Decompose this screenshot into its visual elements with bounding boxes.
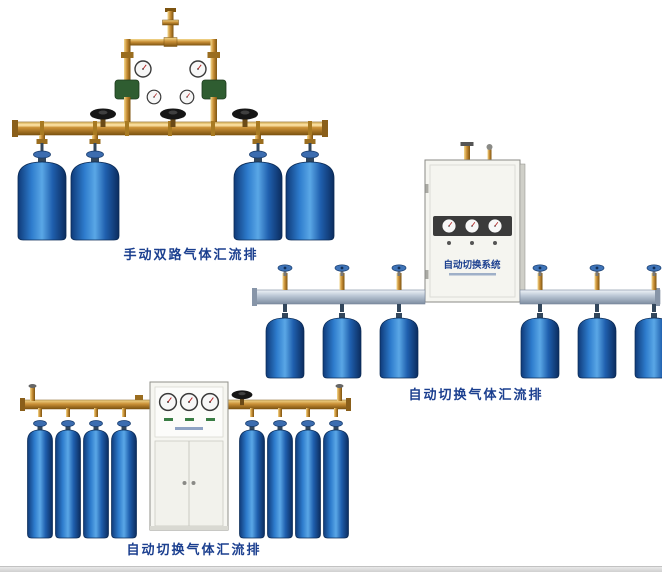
- gas-cylinder: [55, 420, 81, 539]
- gas-cylinder: [111, 420, 137, 539]
- cabinet-top-fittings: [460, 142, 493, 161]
- product-caption-auto-switch-wall: 自动切换气体汇流排: [408, 387, 544, 402]
- cabinet-title: 自动切换系统: [443, 259, 501, 271]
- pressure-gauge-icon: [464, 218, 480, 234]
- pressure-gauge-icon: [179, 89, 195, 105]
- cabinet-text-line: [175, 427, 203, 430]
- indicator-knob: [493, 241, 497, 245]
- page-bottom-divider: [0, 566, 662, 572]
- gas-cylinder: [239, 420, 265, 539]
- control-cabinet: 自动切换系统: [424, 159, 526, 303]
- pressure-gauge-icon: [146, 89, 162, 105]
- gas-cylinder: [577, 312, 617, 379]
- indicator-label: [164, 418, 173, 421]
- gas-cylinder: [265, 312, 305, 379]
- product-caption-auto-switch-floor: 自动切换气体汇流排: [126, 542, 262, 557]
- manual-manifold-illustration: [12, 8, 335, 241]
- gas-cylinder: [520, 312, 560, 379]
- pressure-gauge-icon: [158, 392, 178, 412]
- gas-cylinder: [267, 420, 293, 539]
- cylinder-stations: [277, 264, 662, 312]
- pressure-regulator-left: [114, 60, 162, 124]
- control-cabinet: [149, 381, 229, 531]
- pressure-gauge-icon: [200, 392, 220, 412]
- indicator-label: [206, 418, 215, 421]
- product-caption-manual-dual: 手动双路气体汇流排: [123, 247, 259, 262]
- gas-cylinder: [379, 312, 419, 379]
- header-pipe: [12, 120, 328, 137]
- valve-handwheel-icon: [391, 264, 407, 277]
- product-figure-auto-switch-floor: [18, 378, 353, 545]
- gas-cylinder: [27, 420, 53, 539]
- indicator-knob: [447, 241, 451, 245]
- cabinet-subtitle-line: [449, 273, 496, 276]
- gas-cylinder: [323, 420, 349, 539]
- header-pipe: [20, 384, 351, 411]
- gas-cylinder: [17, 150, 67, 241]
- gas-cylinder: [634, 312, 662, 379]
- door-handle: [191, 481, 196, 485]
- outlet-pipe: [121, 8, 220, 75]
- door-handle: [182, 481, 187, 485]
- product-figure-auto-switch-wall: 自动切换系统: [251, 142, 662, 387]
- valve-handwheel-icon: [646, 264, 662, 277]
- indicator-label: [185, 418, 194, 421]
- product-figure-manual-dual-manifold: [10, 8, 340, 246]
- pressure-gauge-icon: [134, 60, 152, 78]
- valve-handwheel-icon: [589, 264, 605, 277]
- indicator-knob: [470, 241, 474, 245]
- gas-cylinder: [83, 420, 109, 539]
- gas-cylinder: [322, 312, 362, 379]
- valve-handwheel-icon: [277, 264, 293, 277]
- gas-cylinder: [295, 420, 321, 539]
- manifold-rail: [251, 288, 661, 306]
- pressure-gauge-icon: [487, 218, 503, 234]
- gas-cylinder: [70, 150, 120, 241]
- pressure-regulator-right: [179, 60, 227, 124]
- pressure-gauge-icon: [441, 218, 457, 234]
- pressure-gauge-icon: [189, 60, 207, 78]
- gas-cylinder-group: [265, 312, 662, 379]
- cylinder-drop-fittings: [38, 408, 338, 417]
- cylinder-drop-fittings: [36, 135, 316, 152]
- auto-switch-floor-illustration: [20, 381, 351, 539]
- valve-handwheel-icon: [532, 264, 548, 277]
- pressure-gauge-icon: [179, 392, 199, 412]
- valve-handwheel-icon: [334, 264, 350, 277]
- auto-switch-manifold-illustration: 自动切换系统: [251, 142, 662, 379]
